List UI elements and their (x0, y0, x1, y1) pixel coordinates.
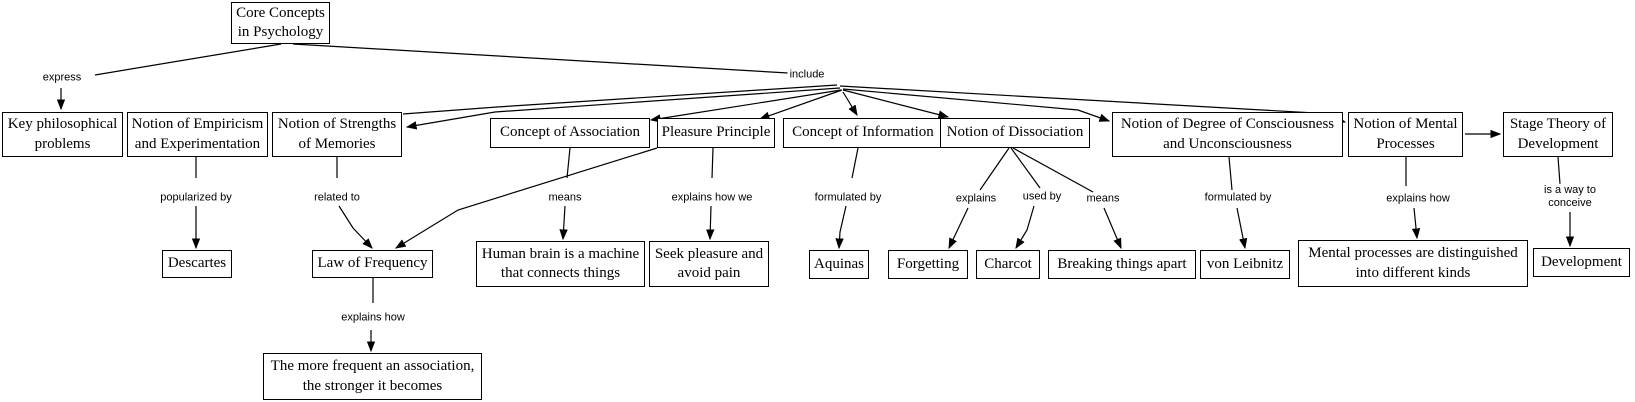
concept-node-forgetting[interactable]: Forgetting (888, 250, 968, 279)
edge-related-to-arrow (338, 205, 373, 249)
edge-include-to-strengths (405, 87, 841, 130)
edge-formulated-by-info-arrow (835, 205, 847, 250)
edge-explains-how-we-arrow (706, 205, 715, 241)
concept-node-seek-pleasure[interactable]: Seek pleasure and avoid pain (649, 241, 769, 287)
link-label-is-a-way-to-conceive: is a way to conceive (1542, 183, 1598, 211)
concept-node-label: Forgetting (896, 255, 960, 272)
edge-stage-label-line (1557, 156, 1561, 185)
concept-node-label: Notion of Empiricism and Experimentation (131, 116, 264, 152)
concept-node-label: Stage Theory of Development (1509, 116, 1607, 152)
concept-node-label: Concept of Information (792, 124, 934, 141)
link-label-explains-how-we: explains how we (669, 191, 755, 205)
edge-dissociation-usedby-line (1010, 147, 1041, 189)
concept-node-label: Mental processes are distinguished into … (1308, 245, 1518, 281)
edge-means-dissociation-arrow (1103, 207, 1122, 250)
concept-node-empiricism-experimentation[interactable]: Notion of Empiricism and Experimentation (127, 112, 268, 157)
edge-include-to-degree (842, 88, 1111, 122)
link-label-used-by: used by (1020, 190, 1064, 204)
link-label-explains-how-mental: explains how (1384, 192, 1452, 206)
concept-node-charcot[interactable]: Charcot (976, 250, 1040, 279)
edge-explains-arrow (948, 207, 969, 250)
edge-information-label-line (851, 147, 859, 179)
concept-node-law-of-frequency[interactable]: Law of Frequency (312, 250, 433, 278)
edge-pleasure-to-lawfrequency (394, 147, 658, 249)
link-label-express: express (40, 71, 84, 85)
edge-used-by-arrow (1015, 205, 1035, 250)
edge-pleasure-label-line (711, 147, 714, 179)
concept-node-label: Notion of Dissociation (946, 124, 1084, 141)
concept-node-strengths-of-memories[interactable]: Notion of Strengths of Memories (272, 112, 402, 157)
concept-node-concept-of-association[interactable]: Concept of Association (490, 118, 650, 148)
concept-node-label: Law of Frequency (317, 255, 428, 272)
link-label-formulated-by-information: formulated by (812, 191, 884, 205)
concept-node-label: von Leibnitz (1206, 255, 1284, 272)
concept-node-key-philosophical-problems[interactable]: Key philosophical problems (2, 112, 123, 157)
concept-node-human-brain-machine[interactable]: Human brain is a machine that connects t… (476, 241, 645, 287)
edge-include-to-information (842, 91, 858, 117)
concept-node-core-concepts[interactable]: Core Concepts in Psychology (231, 2, 330, 44)
edge-include-to-dissociation (842, 89, 950, 119)
link-label-related-to: related to (312, 191, 362, 205)
concept-node-label: Concept of Association (500, 124, 640, 141)
edge-dissociation-means-line (1012, 147, 1094, 193)
concept-node-label: Notion of Mental Processes (1353, 116, 1458, 152)
concept-node-label: Pleasure Principle (661, 124, 771, 141)
edge-means-association-arrow (559, 205, 568, 241)
link-label-include: include (787, 68, 827, 82)
concept-node-notion-of-dissociation[interactable]: Notion of Dissociation (940, 118, 1090, 148)
link-label-formulated-by-degree: formulated by (1202, 191, 1274, 205)
edge-dissociation-explains-line (979, 147, 1010, 191)
concept-node-breaking-things-apart[interactable]: Breaking things apart (1048, 250, 1196, 279)
concept-node-label: Notion of Strengths of Memories (277, 116, 397, 152)
link-label-explains-how-frequency: explains how (339, 311, 407, 325)
concept-node-concept-of-information[interactable]: Concept of Information (783, 118, 943, 148)
edge-core-to-include-line (292, 43, 789, 74)
concept-node-more-frequent-association[interactable]: The more frequent an association, the st… (263, 353, 482, 400)
concept-node-degree-of-consciousness[interactable]: Notion of Degree of Consciousness and Un… (1112, 112, 1343, 157)
concept-node-aquinas[interactable]: Aquinas (809, 250, 869, 279)
concept-node-mental-processes[interactable]: Notion of Mental Processes (1348, 112, 1463, 157)
edge-explains-how-mental-arrow (1411, 207, 1421, 240)
link-label-explains-dissociation: explains (953, 192, 999, 206)
concept-node-label: Key philosophical problems (7, 116, 118, 152)
concept-node-development[interactable]: Development (1533, 248, 1630, 277)
concept-node-label: Core Concepts in Psychology (236, 4, 325, 41)
edge-include-to-strengths-2 (402, 84, 838, 115)
link-label-means-dissociation: means (1084, 192, 1122, 206)
concept-node-label: Aquinas (814, 255, 864, 272)
concept-node-label: The more frequent an association, the st… (270, 358, 475, 394)
edge-include-to-association (649, 89, 842, 123)
concept-node-label: Seek pleasure and avoid pain (654, 245, 764, 282)
edge-formulated-by-degree-arrow (1236, 207, 1248, 250)
concept-node-descartes[interactable]: Descartes (162, 250, 232, 278)
concept-node-label: Descartes (167, 255, 227, 272)
concept-node-label: Charcot (984, 255, 1032, 272)
edge-association-label-line (566, 147, 571, 179)
link-label-means-association: means (546, 191, 584, 205)
concept-node-mental-processes-kinds[interactable]: Mental processes are distinguished into … (1298, 240, 1528, 287)
concept-node-label: Notion of Degree of Consciousness and Un… (1120, 116, 1335, 152)
edge-core-to-express-line (94, 43, 282, 76)
concept-node-stage-theory[interactable]: Stage Theory of Development (1503, 112, 1613, 157)
concept-node-pleasure-principle[interactable]: Pleasure Principle (657, 118, 775, 148)
edge-include-to-pleasure (758, 89, 843, 120)
concept-node-label: Development (1541, 253, 1622, 270)
concept-node-label: Breaking things apart (1057, 255, 1187, 272)
concept-node-label: Human brain is a machine that connects t… (481, 245, 640, 282)
link-label-popularized-by: popularized by (158, 191, 234, 205)
edge-degree-label-line (1228, 156, 1233, 191)
concept-node-von-leibnitz[interactable]: von Leibnitz (1200, 250, 1290, 279)
